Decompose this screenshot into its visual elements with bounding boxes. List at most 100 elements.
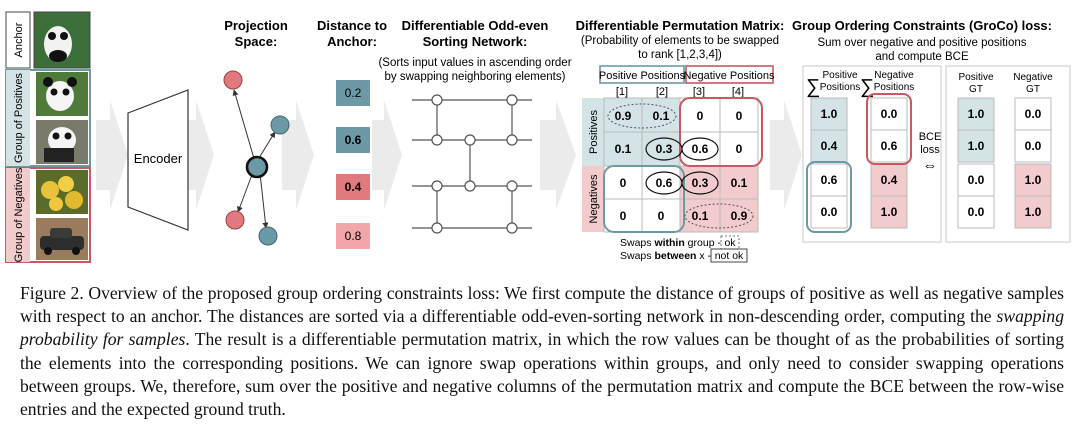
negative-image-2 [36, 218, 88, 260]
negative-image-1 [36, 170, 88, 214]
row-label-negatives: Negatives [588, 174, 600, 223]
bce-arrow-icon: ⇔ [923, 157, 938, 174]
positive-point-far [258, 226, 278, 246]
projection-title-1: Projection [224, 18, 288, 33]
cell-2-4: 0 [736, 142, 743, 156]
gt-neg-header-1: Negative [1013, 72, 1053, 83]
projection-title-2: Space: [235, 34, 278, 49]
bce-label-1: BCE [919, 131, 942, 143]
pos-sum-4: 0.0 [821, 205, 838, 219]
positive-image-2 [36, 120, 88, 164]
cell-4-3: 0.1 [692, 209, 709, 223]
anchor-point [245, 155, 269, 179]
row-label-positives: Positives [588, 109, 600, 154]
caption-part-1: Figure 2. Overview of the proposed group… [20, 283, 1064, 327]
sorting-subtitle-1: (Sorts input values in ascending order [378, 57, 571, 69]
cell-3-2: 0.6 [656, 176, 673, 190]
perm-title: Differentiable Permutation Matrix: [576, 18, 785, 33]
cell-2-2: 0.3 [656, 142, 673, 156]
positive-image-1 [36, 72, 88, 116]
distance-column: Distance to Anchor: 0.2 0.6 0.4 0.8 [317, 18, 387, 249]
cell-4-2: 0 [658, 209, 665, 223]
cell-1-3: 0 [697, 109, 704, 123]
encoder-label: Encoder [134, 151, 183, 166]
distance-title-2: Anchor: [327, 34, 377, 49]
sorting-network: Differentiable Odd-even Sorting Network:… [378, 18, 572, 234]
negative-point-near [225, 210, 245, 230]
gt-pos-header-2: GT [969, 84, 983, 95]
cell-4-1: 0 [620, 209, 627, 223]
cell-1-1: 0.9 [615, 109, 632, 123]
positive-positions-label: Positive Positions [599, 70, 686, 82]
col-label-3: [3] [693, 86, 705, 98]
neg-sum-1: 0.0 [881, 107, 898, 121]
bce-label-2: loss [920, 144, 940, 156]
figure-diagram: Anchor Group of Positives Group of Negat… [5, 11, 1071, 263]
groco-title-2: Sum over negative and positive positions [817, 37, 1026, 49]
positive-point-near [270, 115, 290, 135]
gt-pos-header-1: Positive [958, 72, 993, 83]
col-label-4: [4] [732, 86, 744, 98]
caption-part-3: . The result is a differentiable permuta… [20, 329, 1064, 420]
cell-1-2: 0.1 [653, 109, 670, 123]
neg-sum-2: 0.6 [881, 139, 898, 153]
gt-pos-2: 1.0 [968, 139, 985, 153]
pos-sum-1: 1.0 [821, 107, 838, 121]
encoder: Encoder [127, 89, 189, 231]
cell-1-4: 0 [736, 109, 743, 123]
distance-title-1: Distance to [317, 18, 387, 33]
pos-header-2: Positions [820, 82, 861, 93]
cell-2-1: 0.1 [615, 142, 632, 156]
distance-value-1: 0.2 [345, 86, 362, 100]
groco-loss: Group Ordering Constraints (GroCo) loss:… [792, 18, 1071, 243]
sum-symbol-pos: ∑ [806, 76, 820, 98]
negative-positions-label: Negative Positions [683, 70, 775, 82]
groco-title-1: Group Ordering Constraints (GroCo) loss: [792, 18, 1052, 33]
figure-caption: Figure 2. Overview of the proposed group… [20, 282, 1064, 421]
label-group-negatives: Group of Negatives [13, 167, 25, 262]
gt-pos-4: 0.0 [968, 205, 985, 219]
permutation-matrix: Differentiable Permutation Matrix: (Prob… [576, 18, 785, 263]
col-label-1: [1] [616, 86, 628, 98]
flow-arrows [96, 100, 802, 210]
sum-symbol-neg: ∑ [860, 76, 874, 98]
figure: Anchor Group of Positives Group of Negat… [5, 11, 1071, 263]
col-label-2: [2] [656, 86, 668, 98]
gt-neg-header-2: GT [1026, 84, 1040, 95]
cell-3-1: 0 [620, 176, 627, 190]
neg-sum-3: 0.4 [881, 173, 898, 187]
note-between: Swaps between x - [620, 250, 712, 262]
gt-neg-1: 0.0 [1025, 107, 1042, 121]
note-within-tag: ok [724, 237, 736, 249]
note-between-tag: not ok [715, 250, 744, 262]
groco-title-3: and compute BCE [875, 51, 969, 63]
negative-point-far [223, 70, 243, 90]
input-images: Anchor Group of Positives Group of Negat… [5, 11, 91, 263]
projection-space: Projection Space: [223, 18, 290, 246]
sorting-title-1: Differentiable Odd-even [402, 18, 549, 33]
pos-header-1: Positive [822, 70, 857, 81]
gt-pos-1: 1.0 [968, 107, 985, 121]
sorting-title-2: Sorting Network: [423, 34, 528, 49]
neg-header-1: Negative [874, 70, 914, 81]
pos-sum-3: 0.6 [821, 173, 838, 187]
gt-pos-3: 0.0 [968, 173, 985, 187]
gt-neg-2: 0.0 [1025, 139, 1042, 153]
cell-3-3: 0.3 [692, 176, 709, 190]
cell-3-4: 0.1 [731, 176, 748, 190]
sorting-subtitle-2: by swapping neighboring elements) [385, 71, 566, 83]
pos-sum-2: 0.4 [821, 139, 838, 153]
perm-subtitle-2: to rank [1,2,3,4]) [638, 49, 722, 61]
neg-sum-4: 1.0 [881, 205, 898, 219]
distance-value-4: 0.8 [345, 229, 362, 243]
cell-2-3: 0.6 [692, 142, 709, 156]
neg-header-2: Positions [874, 82, 915, 93]
label-anchor: Anchor [13, 22, 25, 57]
label-group-positives: Group of Positives [13, 73, 25, 163]
perm-subtitle-1: (Probability of elements to be swapped [581, 35, 779, 47]
anchor-image [33, 11, 91, 69]
note-within: Swaps within group - [620, 237, 721, 249]
caption-italic: swapping probability for samples [20, 306, 1064, 350]
gt-neg-3: 1.0 [1025, 173, 1042, 187]
gt-neg-4: 1.0 [1025, 205, 1042, 219]
